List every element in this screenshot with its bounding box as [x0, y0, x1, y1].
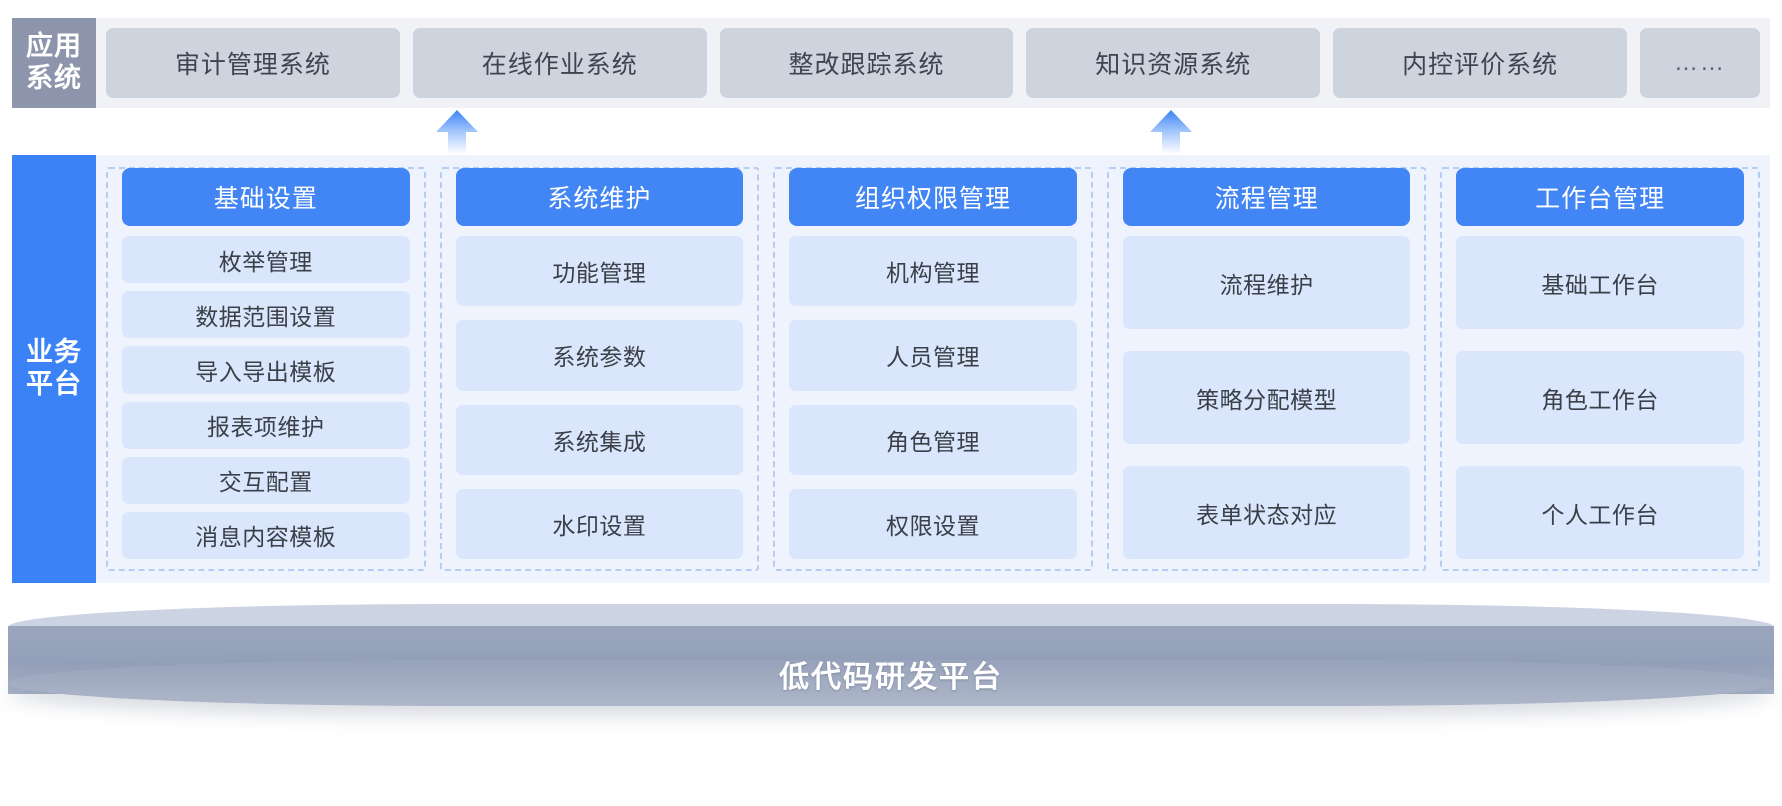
business-platform-label-line-1: 业务	[26, 337, 82, 368]
module-item-organization-management[interactable]: 机构管理	[789, 236, 1077, 307]
application-systems-strip: 审计管理系统 在线作业系统 整改跟踪系统 知识资源系统 内控评价系统 ……	[96, 18, 1770, 108]
arrow-up-icon-internal-control	[1150, 110, 1192, 154]
module-item-message-content-template[interactable]: 消息内容模板	[122, 511, 410, 560]
module-title-org-permission-management[interactable]: 组织权限管理	[789, 168, 1077, 226]
app-card-internal-control-evaluation[interactable]: 内控评价系统	[1333, 28, 1627, 98]
module-item-function-management[interactable]: 功能管理	[455, 236, 744, 307]
app-card-online-operation[interactable]: 在线作业系统	[412, 28, 707, 98]
platform-caption: 低代码研发平台	[779, 661, 1003, 694]
application-layer-label: 应用 系统	[12, 18, 96, 108]
module-item-form-status-mapping[interactable]: 表单状态对应	[1122, 466, 1411, 559]
platform-disc-bottom	[8, 660, 1774, 706]
business-platform-label-line-2: 平台	[26, 369, 82, 399]
app-card-rectification-tracking[interactable]: 整改跟踪系统	[719, 28, 1014, 98]
app-card-audit-management[interactable]: 审计管理系统	[106, 28, 400, 98]
application-layer-label-line-1: 应用	[26, 31, 82, 62]
low-code-foundation-platform: 低代码研发平台	[8, 604, 1774, 714]
module-item-role-workbench[interactable]: 角色工作台	[1456, 351, 1744, 444]
module-item-interaction-config[interactable]: 交互配置	[122, 456, 410, 504]
module-title-system-maintenance[interactable]: 系统维护	[455, 168, 744, 226]
module-item-personnel-management[interactable]: 人员管理	[789, 320, 1077, 391]
business-platform-layer: 业务 平台 基础设置 枚举管理 数据范围设置 导入导出模板 报表项维护 交互配置…	[12, 155, 1770, 583]
module-items-basic-settings: 枚举管理 数据范围设置 导入导出模板 报表项维护 交互配置 消息内容模板	[122, 236, 410, 560]
application-layer-label-line-2: 系统	[26, 63, 82, 93]
module-title-workbench-management[interactable]: 工作台管理	[1456, 168, 1744, 226]
arrow-up-icon-online-operation	[436, 110, 478, 154]
module-column-org-permission-management: 组织权限管理 机构管理 人员管理 角色管理 权限设置	[773, 167, 1093, 571]
module-item-data-scope-settings[interactable]: 数据范围设置	[122, 291, 410, 339]
module-item-system-parameters[interactable]: 系统参数	[455, 320, 744, 391]
module-item-process-maintenance[interactable]: 流程维护	[1122, 236, 1411, 329]
module-title-process-management[interactable]: 流程管理	[1122, 168, 1411, 226]
module-items-process-management: 流程维护 策略分配模型 表单状态对应	[1122, 236, 1411, 559]
module-items-workbench-management: 基础工作台 角色工作台 个人工作台	[1456, 236, 1744, 559]
module-column-system-maintenance: 系统维护 功能管理 系统参数 系统集成 水印设置	[439, 167, 760, 571]
module-item-policy-allocation-model[interactable]: 策略分配模型	[1122, 351, 1411, 444]
module-item-import-export-template[interactable]: 导入导出模板	[122, 346, 410, 394]
module-item-permission-settings[interactable]: 权限设置	[789, 488, 1077, 559]
module-column-workbench-management: 工作台管理 基础工作台 角色工作台 个人工作台	[1440, 167, 1760, 571]
module-item-system-integration[interactable]: 系统集成	[455, 404, 744, 475]
app-card-more-ellipsis: ……	[1639, 28, 1760, 98]
module-column-basic-settings: 基础设置 枚举管理 数据范围设置 导入导出模板 报表项维护 交互配置 消息内容模…	[106, 167, 426, 571]
business-platform-label: 业务 平台	[12, 155, 96, 583]
module-item-role-management[interactable]: 角色管理	[789, 404, 1077, 475]
module-item-enum-management[interactable]: 枚举管理	[122, 236, 410, 284]
module-items-system-maintenance: 功能管理 系统参数 系统集成 水印设置	[455, 236, 744, 559]
module-items-org-permission-management: 机构管理 人员管理 角色管理 权限设置	[789, 236, 1077, 559]
module-column-process-management: 流程管理 流程维护 策略分配模型 表单状态对应	[1106, 167, 1427, 571]
business-platform-columns: 基础设置 枚举管理 数据范围设置 导入导出模板 报表项维护 交互配置 消息内容模…	[96, 155, 1770, 583]
module-item-report-item-maintenance[interactable]: 报表项维护	[122, 401, 410, 449]
app-card-knowledge-resource[interactable]: 知识资源系统	[1026, 28, 1321, 98]
module-item-watermark-settings[interactable]: 水印设置	[455, 488, 744, 559]
module-item-basic-workbench[interactable]: 基础工作台	[1456, 236, 1744, 329]
module-item-personal-workbench[interactable]: 个人工作台	[1456, 466, 1744, 559]
application-systems-layer: 应用 系统 审计管理系统 在线作业系统 整改跟踪系统 知识资源系统 内控评价系统…	[12, 18, 1770, 108]
module-title-basic-settings[interactable]: 基础设置	[122, 168, 410, 226]
